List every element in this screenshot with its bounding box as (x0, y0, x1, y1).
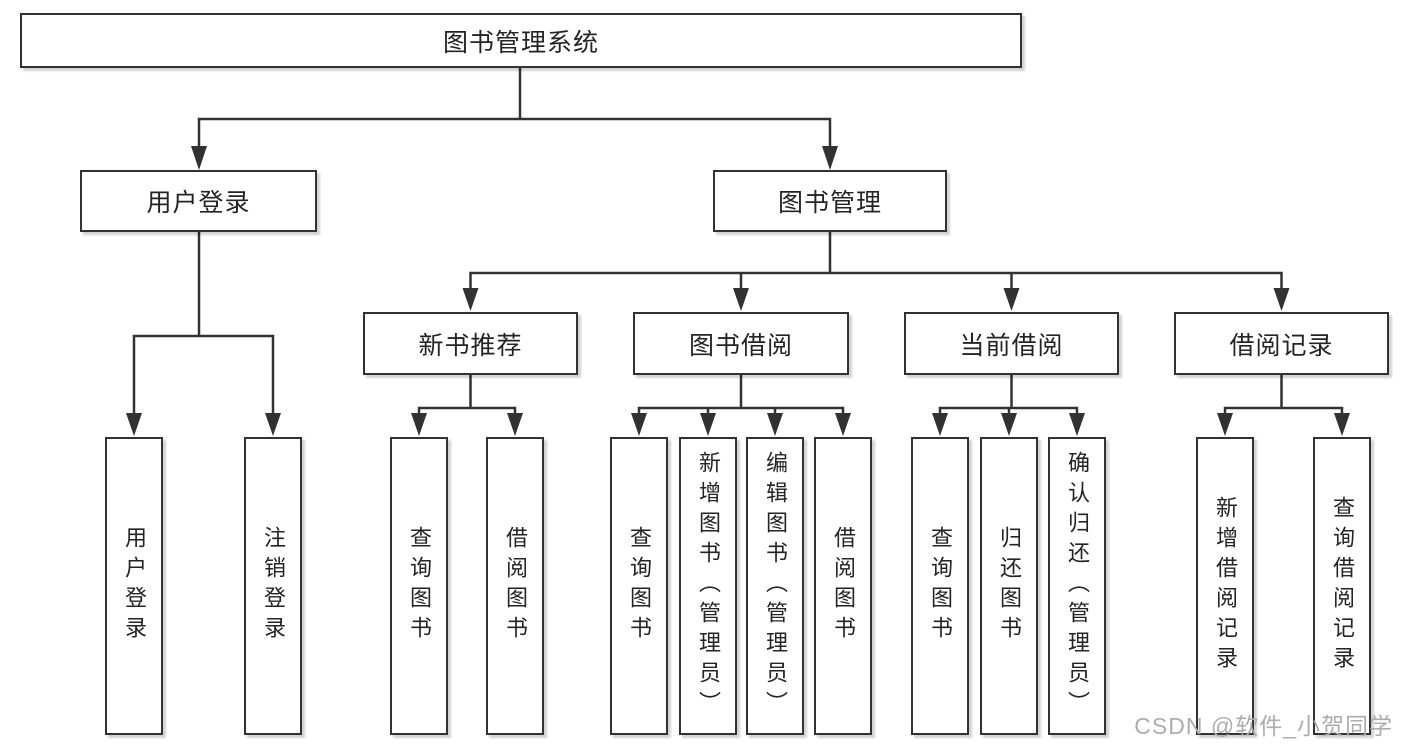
arrow-down-icon (265, 413, 281, 436)
node-borrow-records: 借阅记录 (1174, 312, 1389, 375)
node-new-book-recommend: 新书推荐 (363, 312, 578, 375)
arrow-down-icon (1069, 413, 1085, 436)
leaf-borrow-books-borrow: 借阅图书 (814, 437, 872, 735)
arrow-down-icon (700, 413, 716, 436)
arrow-down-icon (411, 413, 427, 436)
leaf-borrow-books-recommend: 借阅图书 (486, 437, 544, 735)
arrow-down-icon (1001, 413, 1017, 436)
arrow-down-icon (822, 146, 838, 170)
arrow-down-icon (932, 413, 948, 436)
connector-path (132, 66, 1344, 417)
arrow-down-icon (1003, 288, 1020, 311)
arrow-down-icon (631, 413, 647, 436)
arrow-down-icon (126, 413, 142, 436)
leaf-user-login: 用户登录 (105, 437, 163, 735)
arrow-down-icon (1217, 413, 1233, 436)
leaf-query-borrow-record: 查询借阅记录 (1313, 437, 1371, 735)
node-library-management-system: 图书管理系统 (20, 13, 1022, 68)
leaf-query-books-borrow: 查询图书 (610, 437, 668, 735)
arrow-down-icon (733, 288, 749, 311)
arrow-down-icon (835, 413, 851, 436)
node-book-borrow: 图书借阅 (633, 312, 849, 375)
arrow-down-icon (462, 288, 479, 311)
watermark: CSDN @软件_小贺同学 (1134, 713, 1393, 739)
leaf-query-books-recommend: 查询图书 (390, 437, 448, 735)
node-current-borrow: 当前借阅 (904, 312, 1119, 375)
leaf-add-books-admin: 新增图书（管理员） (679, 437, 737, 735)
leaf-add-borrow-record: 新增借阅记录 (1196, 437, 1254, 735)
leaf-return-books: 归还图书 (980, 437, 1038, 735)
leaf-query-books-current: 查询图书 (911, 437, 969, 735)
node-user-login: 用户登录 (80, 170, 317, 232)
arrow-down-icon (1334, 413, 1350, 436)
leaf-edit-books-admin: 编辑图书（管理员） (746, 437, 804, 735)
arrow-down-icon (767, 413, 783, 436)
arrow-down-icon (191, 146, 207, 170)
arrow-down-icon (1273, 288, 1290, 311)
arrow-down-icon (507, 413, 523, 436)
node-book-management: 图书管理 (713, 170, 947, 232)
leaf-logout-login: 注销登录 (244, 437, 302, 735)
leaf-confirm-return-admin: 确认归还（管理员） (1048, 437, 1106, 735)
arrowhead-icons (126, 146, 1350, 436)
